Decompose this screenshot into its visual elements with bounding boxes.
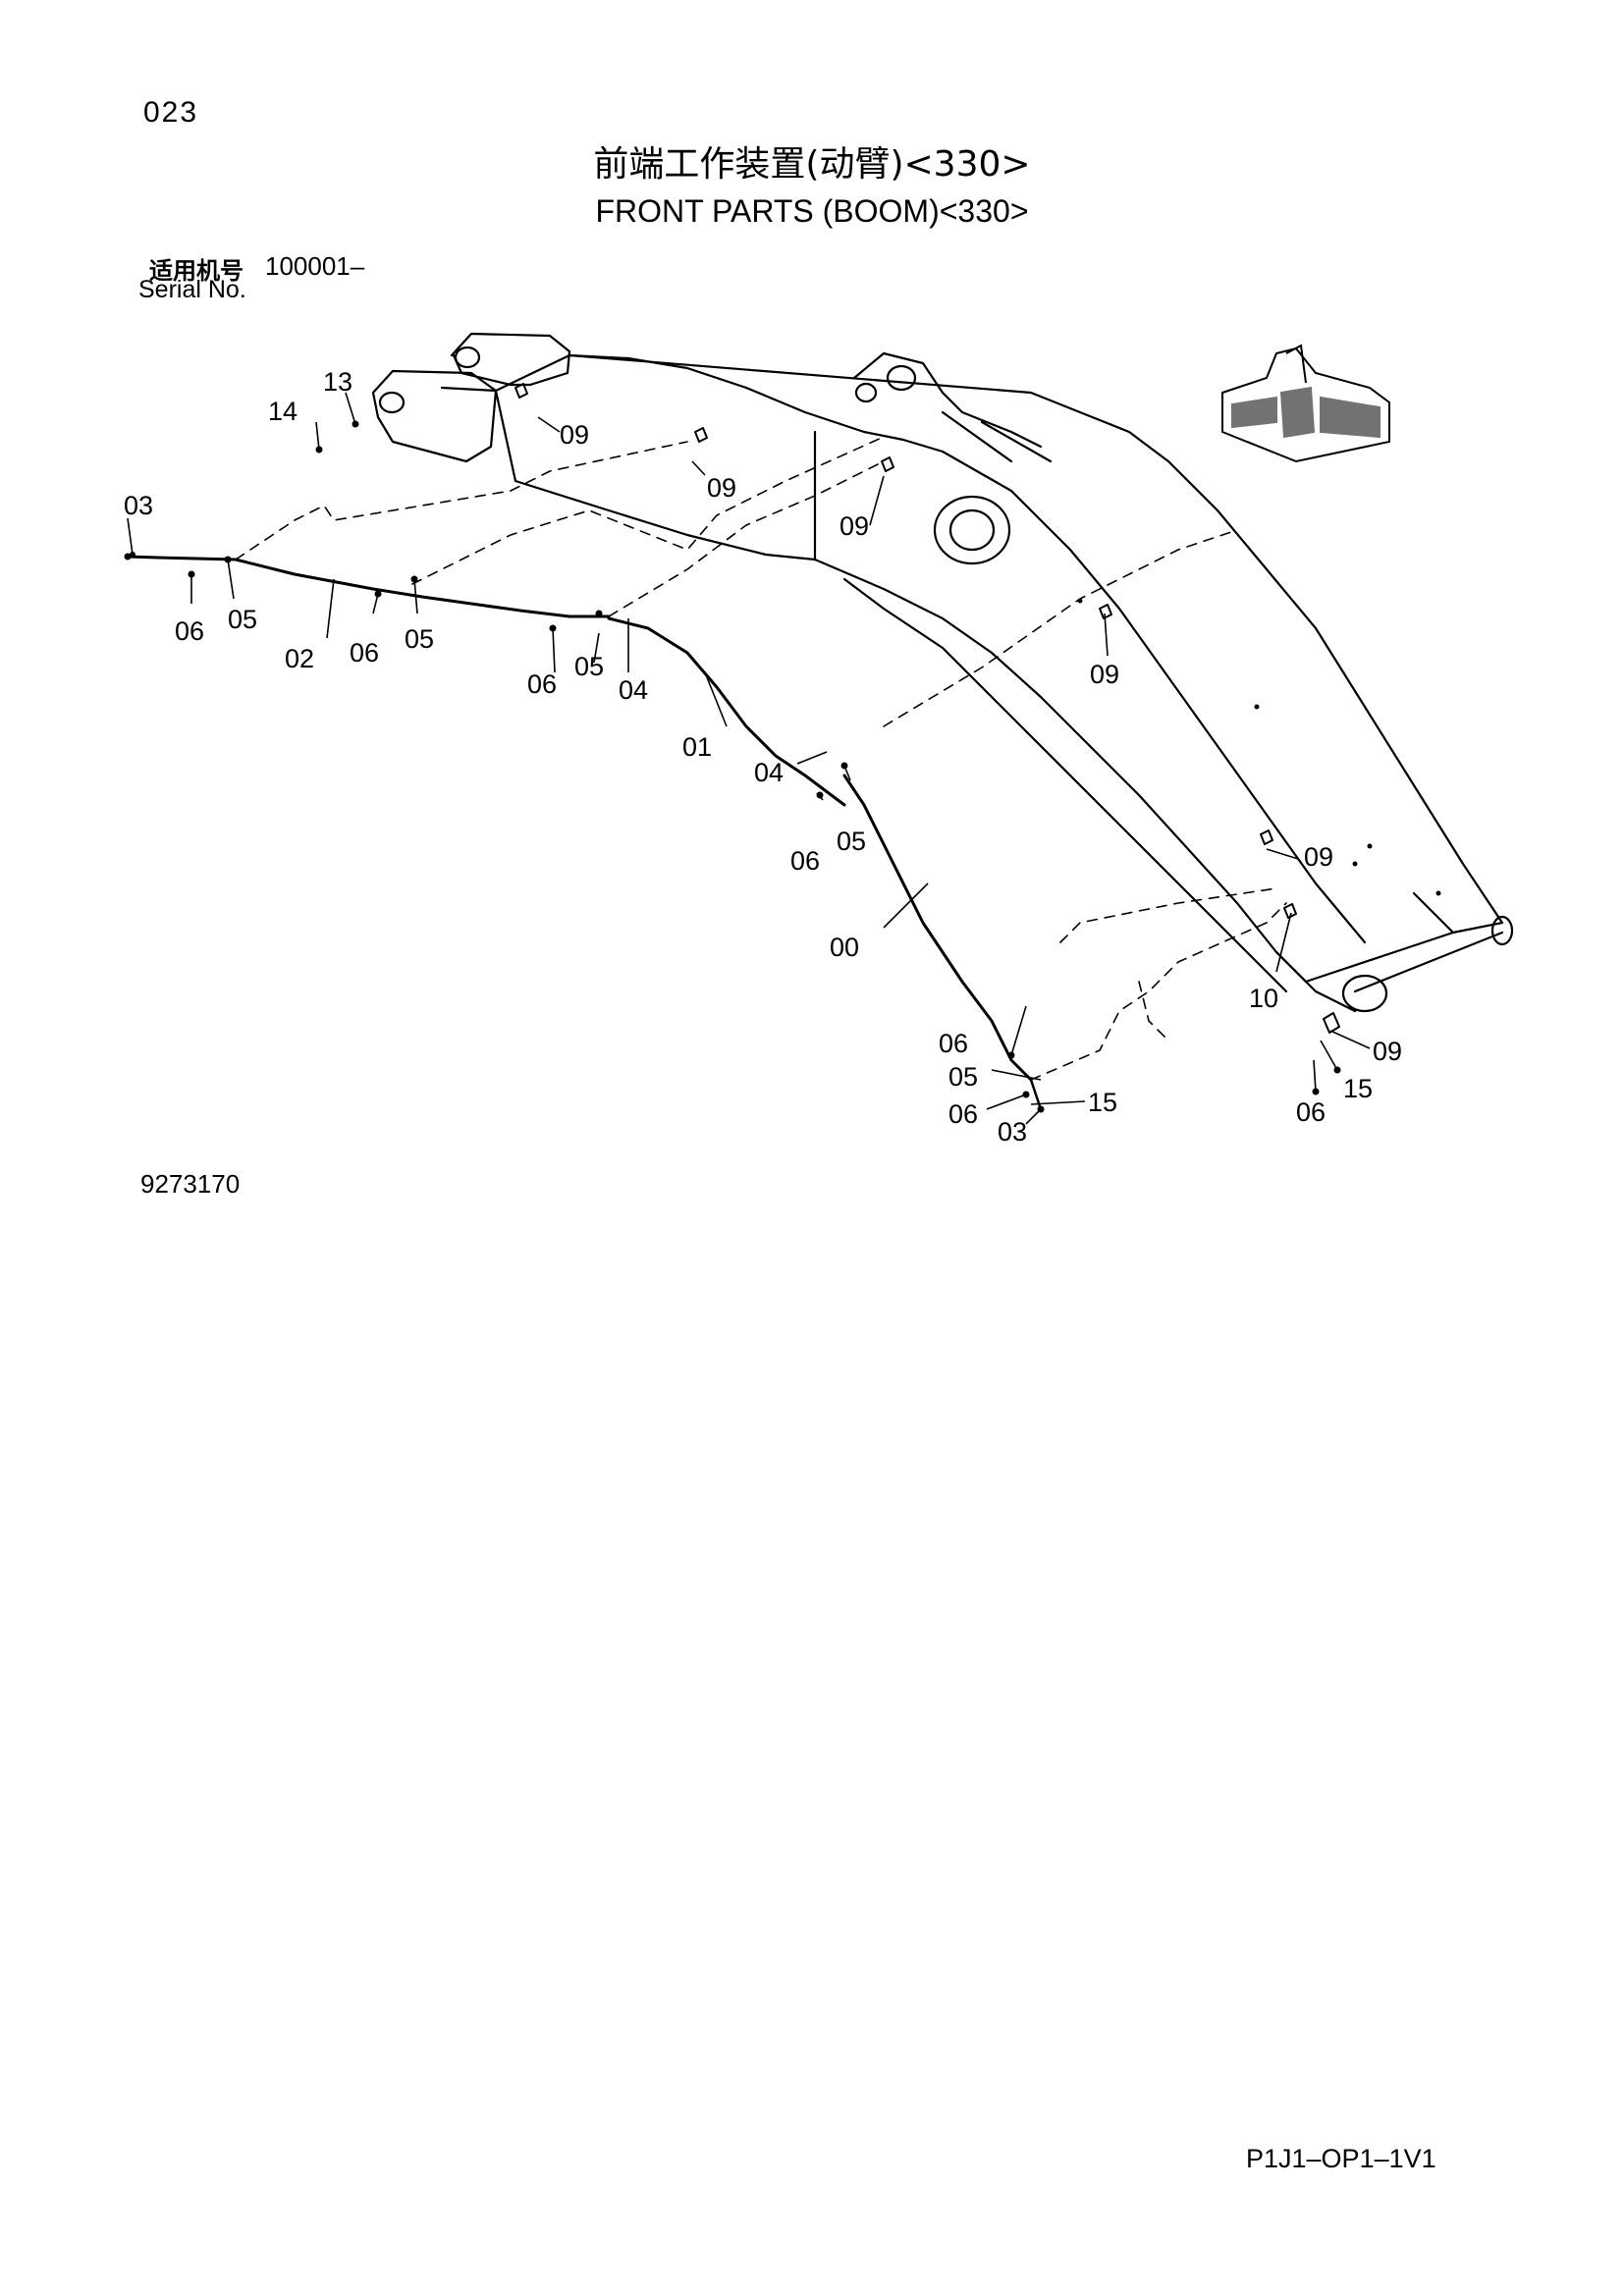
serial-label-english: Serial No. (138, 276, 246, 303)
callout-06: 06 (939, 1029, 968, 1058)
callout-05: 05 (948, 1062, 978, 1092)
callout-02: 02 (285, 644, 314, 673)
callout-14: 14 (268, 397, 298, 426)
callout-05: 05 (837, 827, 866, 856)
callout-01: 01 (682, 732, 712, 762)
callout-06: 06 (175, 616, 204, 646)
title-english: FRONT PARTS (BOOM)<330> (595, 193, 1029, 229)
callout-04: 04 (619, 675, 648, 705)
callout-06: 06 (527, 669, 557, 699)
callout-06: 06 (948, 1099, 978, 1129)
serial-label-chinese: 适用机号 (149, 257, 244, 285)
callout-leaders (127, 392, 1371, 1125)
callout-00: 00 (830, 933, 859, 962)
callout-03: 03 (998, 1117, 1027, 1147)
callout-09: 09 (839, 511, 869, 541)
callout-09: 09 (560, 420, 589, 450)
callout-15: 15 (1343, 1074, 1373, 1103)
callout-labels: 13 14 09 09 09 03 06 05 02 06 05 06 05 0… (124, 367, 1402, 1147)
callout-09: 09 (1090, 660, 1119, 689)
callout-09: 09 (707, 473, 736, 503)
drawing-number: 9273170 (140, 1169, 241, 1199)
boom-parts-diagram: 13 14 09 09 09 03 06 05 02 06 05 06 05 0… (124, 332, 1514, 1147)
boom-structure (126, 332, 1514, 1111)
callout-09: 09 (1304, 842, 1333, 872)
callout-06: 06 (350, 638, 379, 667)
page-number: 023 (143, 96, 199, 129)
callout-05: 05 (574, 652, 604, 681)
title-chinese: 前端工作装置(动臂)<330> (593, 144, 1031, 185)
serial-value: 100001– (265, 251, 365, 281)
callout-05: 05 (405, 624, 434, 654)
callout-10: 10 (1249, 984, 1278, 1013)
callout-05: 05 (228, 605, 257, 634)
callout-06: 06 (1296, 1097, 1326, 1127)
callout-13: 13 (323, 367, 352, 397)
callout-15: 15 (1088, 1088, 1117, 1117)
callout-04: 04 (754, 758, 784, 787)
callout-06: 06 (790, 846, 820, 876)
orientation-thumbnail (1221, 344, 1390, 463)
callout-09: 09 (1373, 1037, 1402, 1066)
document-code: P1J1–OP1–1V1 (1246, 2144, 1436, 2173)
callout-03: 03 (124, 491, 153, 520)
fastener-dots (124, 420, 1441, 1113)
